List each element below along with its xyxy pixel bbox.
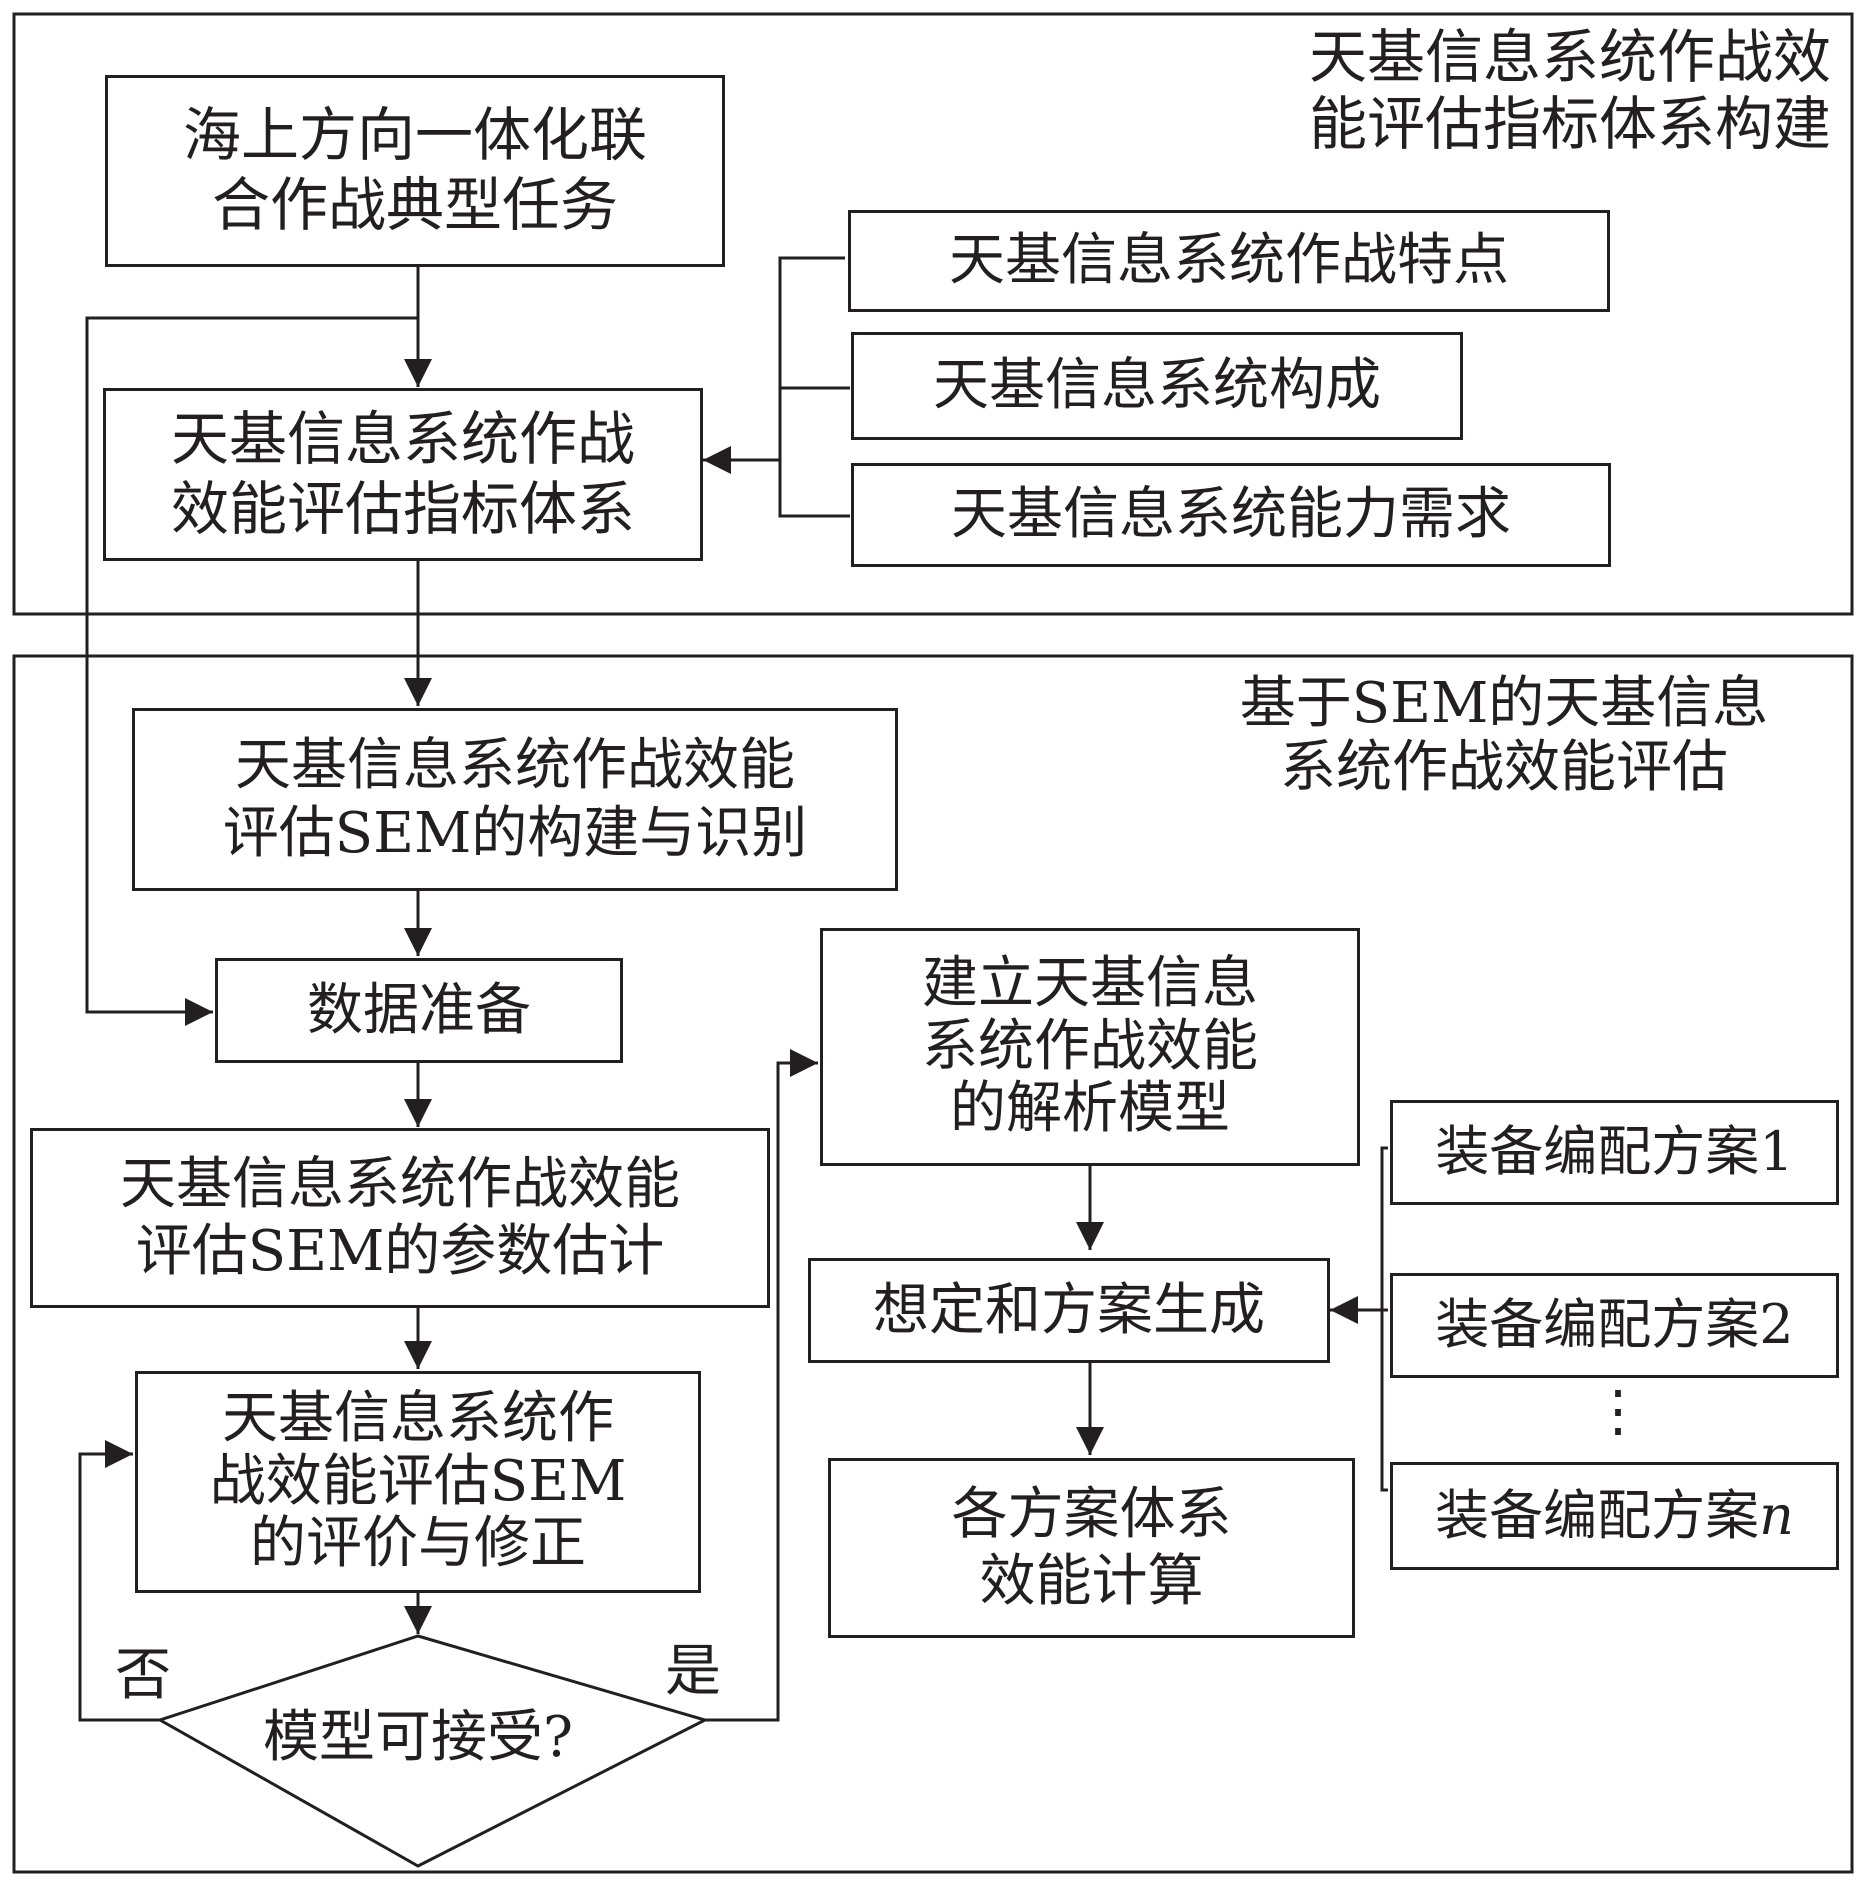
no-label: 否 (115, 1643, 171, 1708)
sem-eval-line2: 战效能评估SEM (209, 1448, 627, 1514)
sem-eval-line3: 的评价与修正 (250, 1511, 586, 1577)
node-analytic-model: 建立天基信息 系统作战效能 的解析模型 (820, 928, 1360, 1166)
arrow-task-to-data-prep (85, 316, 418, 1026)
node-sem-param: 天基信息系统作战效能 评估SEM的参数估计 (30, 1128, 770, 1308)
arrow-no-loop (78, 1440, 160, 1722)
analytic-model-line2: 系统作战效能 (922, 1013, 1258, 1079)
typical-task-line1: 海上方向一体化联 (182, 101, 647, 170)
scheme-n-suffix: n (1759, 1483, 1794, 1547)
top-section-frame (12, 12, 1854, 616)
node-scheme-2: 装备编配方案2 (1390, 1273, 1839, 1378)
sem-param-line2: 评估SEM的参数估计 (135, 1219, 665, 1284)
node-index-system: 天基信息系统作战 效能评估指标体系 (103, 388, 703, 561)
sem-param-line1: 天基信息系统作战效能 (120, 1151, 680, 1217)
node-data-prep: 数据准备 (215, 958, 623, 1063)
node-calc: 各方案体系 效能计算 (828, 1458, 1355, 1638)
node-capability-needs: 天基信息系统能力需求 (851, 463, 1611, 567)
node-sem-build: 天基信息系统作战效能 评估SEM的构建与识别 (132, 708, 898, 891)
node-scenario-gen: 想定和方案生成 (808, 1258, 1330, 1363)
bottom-section-title: 基于SEM的天基信息 系统作战效能评估 (1164, 671, 1844, 801)
yes-label: 是 (665, 1639, 721, 1704)
node-sem-eval: 天基信息系统作 战效能评估SEM 的评价与修正 (135, 1371, 701, 1593)
arrow-yes-to-model (705, 1049, 818, 1722)
index-system-line1: 天基信息系统作战 (170, 404, 635, 473)
sem-build-line1: 天基信息系统作战效能 (235, 733, 795, 799)
sem-eval-line1: 天基信息系统作 (222, 1385, 614, 1451)
top-section-title-line2: 能评估指标体系构建 (1308, 89, 1831, 158)
decision-diamond (156, 1634, 710, 1868)
calc-line1: 各方案体系 (951, 1481, 1232, 1547)
node-characteristics: 天基信息系统作战特点 (848, 210, 1610, 312)
analytic-model-line1: 建立天基信息 (922, 950, 1258, 1016)
bracket-schemes (1380, 1146, 1388, 1492)
bottom-section-title-line1: 基于SEM的天基信息 (1239, 671, 1769, 736)
node-typical-task: 海上方向一体化联 合作战典型任务 (105, 75, 725, 267)
calc-line2: 效能计算 (979, 1549, 1204, 1614)
bottom-section-title-line2: 系统作战效能评估 (1280, 735, 1728, 801)
top-section-title: 天基信息系统作战效 能评估指标体系构建 (1309, 24, 1831, 157)
node-composition: 天基信息系统构成 (851, 332, 1463, 440)
index-system-line2: 效能评估指标体系 (170, 474, 635, 543)
sem-build-line2: 评估SEM的构建与识别 (222, 800, 808, 866)
scheme-ellipsis: ⋮ (1590, 1379, 1646, 1444)
bottom-section-frame (12, 654, 1854, 1874)
decision-label: 模型可接受? (262, 1705, 574, 1770)
node-scheme-1: 装备编配方案1 (1390, 1100, 1839, 1205)
top-section-title-line1: 天基信息系统作战效 (1308, 23, 1831, 91)
scheme-n-prefix: 装备编配方案 (1435, 1483, 1760, 1547)
analytic-model-line3: 的解析模型 (950, 1076, 1230, 1142)
typical-task-line2: 合作战典型任务 (211, 171, 618, 239)
